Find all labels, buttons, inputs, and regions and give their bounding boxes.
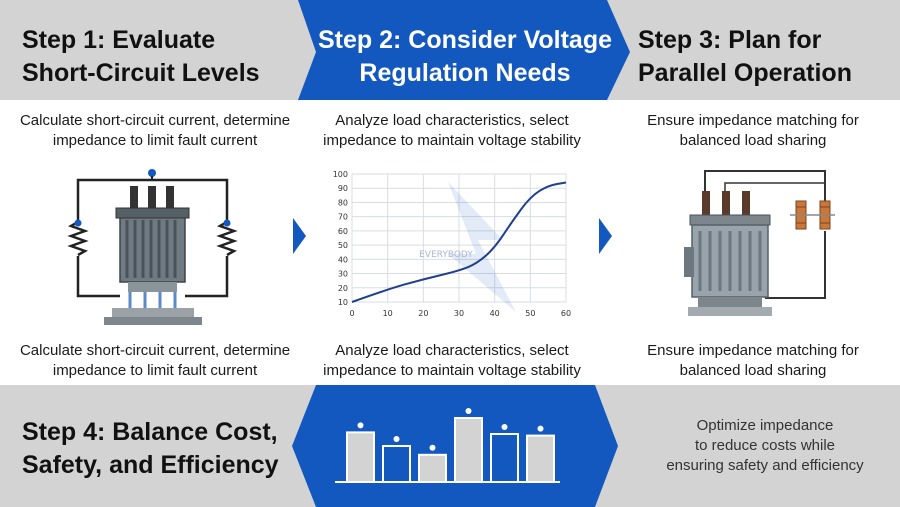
caption-line: Analyze load characteristics, select [335,342,569,359]
caption-line: Ensure impedance matching for [647,342,859,359]
arrow-right-icon [599,218,612,254]
step2-title-line2: Regulation Needs [359,59,571,87]
desc-line: ensuring safety and efficiency [666,457,864,474]
chart-y-tick-label: 100 [333,170,348,179]
caption-line: balanced load sharing [679,362,827,379]
bar-icon-bar [346,431,375,483]
chart-x-tick-label: 20 [418,309,428,318]
step2-title: Step 2: Consider Voltage Regulation Need… [310,24,620,90]
bar-icon-dot [393,436,400,442]
chart-x-tick-label: 10 [383,309,393,318]
center-caption: Analyze load characteristics, select imp… [298,341,606,381]
chart-y-tick-label: 40 [338,255,348,264]
chart-series-line [351,181,567,303]
bar-icon-bar [454,417,483,483]
step4-title-line2: Safety, and Efficiency [22,451,279,479]
step2-description: Analyze load characteristics, select imp… [298,111,606,151]
step1-title: Step 1: Evaluate Short-Circuit Levels [22,24,260,90]
bar-icon-dot [501,424,508,430]
left-caption: Calculate short-circuit current, determi… [0,341,310,381]
step3-title: Step 3: Plan for Parallel Operation [638,24,852,90]
desc-line: Analyze load characteristics, select [335,112,569,129]
step1-title-line1: Step 1: Evaluate [22,26,216,54]
chart-y-tick-label: 70 [338,213,348,222]
caption-line: Calculate short-circuit current, determi… [19,342,291,359]
chart-y-tick-label: 90 [338,184,348,193]
bar-icon-dot [465,408,472,414]
step2-title-line1: Step 2: Consider Voltage [317,26,613,54]
bar-icon-dot [429,444,436,451]
step3-title-line2: Parallel Operation [638,59,852,87]
chart-y-tick-label: 30 [338,270,348,279]
step4-title-line1: Step 4: Balance Cost, [22,418,278,446]
arrow-right-icon [293,218,306,254]
desc-line: balanced load sharing [679,132,827,149]
step1-title-line2: Short-Circuit Levels [22,59,260,87]
bar-icon-bar [490,433,519,483]
step4-description: Optimize impedance to reduce costs while… [630,416,900,476]
desc-line: Calculate short-circuit current, determi… [19,112,291,129]
desc-line: Ensure impedance matching for [647,112,859,129]
bar-icon-bar [382,445,411,483]
bar-chart-icon [335,408,560,483]
lightning-watermark-icon [448,182,516,312]
chart-y-tick-label: 10 [338,298,348,307]
chart-x-tick-label: 0 [349,309,354,318]
bar-icon-bar [526,434,555,483]
chart-grid [351,173,567,303]
desc-line: to reduce costs while [694,437,836,454]
chart-x-tick-label: 60 [561,309,571,318]
caption-line: impedance to maintain voltage stability [323,362,581,379]
transformer-with-bushings-icon [684,170,835,316]
bar-icon-bar [418,453,447,483]
step3-title-line1: Step 3: Plan for [638,26,822,54]
chart-y-tick-label: 80 [338,198,348,207]
desc-line: impedance to maintain voltage stability [323,132,581,149]
watermark-text: EVERYBODY [419,250,473,260]
transformer-with-resistors-icon [67,169,238,325]
caption-line: impedance to limit fault current [52,362,258,379]
step4-title: Step 4: Balance Cost, Safety, and Effici… [22,416,279,482]
bar-icon-dot [537,425,544,432]
chart-x-tick-label: 30 [454,309,464,318]
chart-y-tick-label: 20 [338,284,348,293]
desc-line: impedance to limit fault current [52,132,258,149]
step1-description: Calculate short-circuit current, determi… [0,111,310,151]
chart-y-tick-label: 50 [338,241,348,250]
step2-title-banner [298,0,630,100]
chart-x-tick-label: 40 [490,309,500,318]
chart-x-tick-label: 50 [525,309,535,318]
chart-y-tick-label: 60 [338,227,348,236]
bar-icon-dot [357,422,364,429]
desc-line: Optimize impedance [696,417,834,434]
step3-description: Ensure impedance matching for balanced l… [606,111,900,151]
right-caption: Ensure impedance matching for balanced l… [606,341,900,381]
